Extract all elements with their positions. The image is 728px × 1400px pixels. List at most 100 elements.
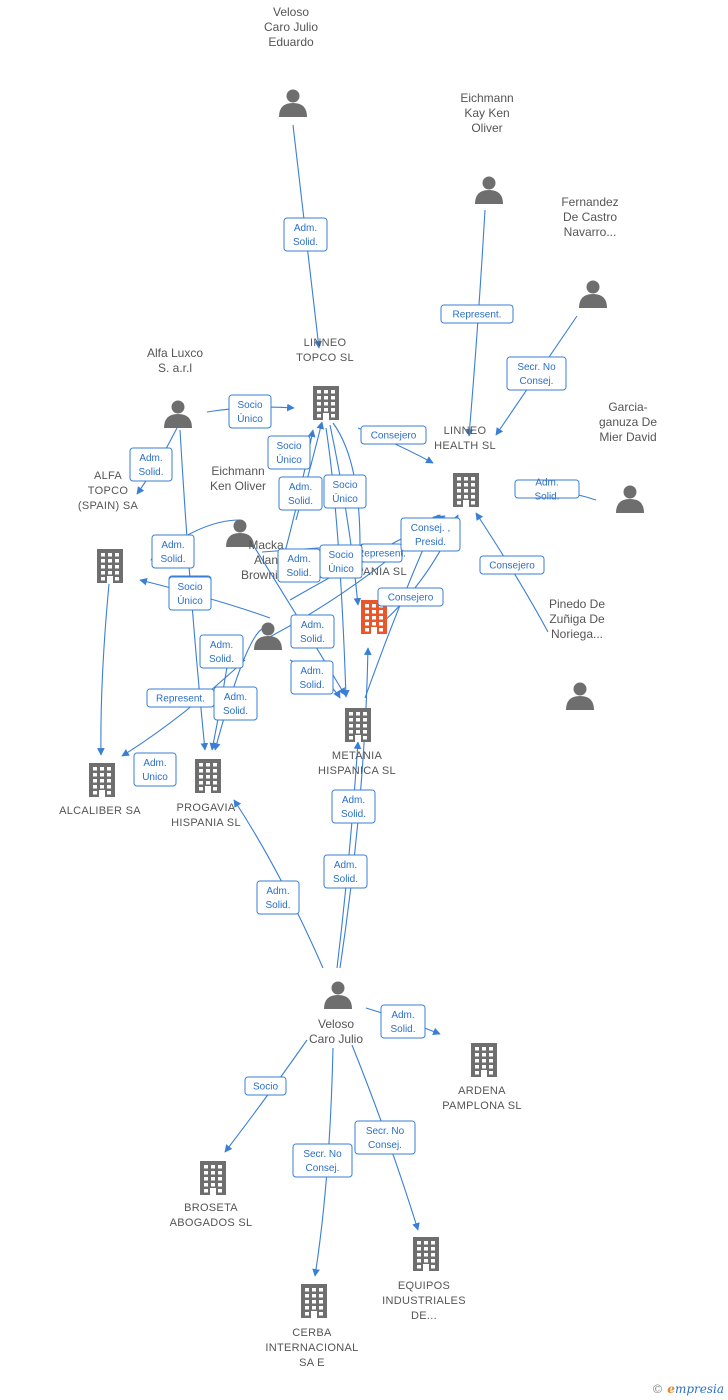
- node-label-line: SA E: [299, 1357, 325, 1369]
- relation-label-text: Único: [328, 562, 354, 575]
- node-label-line: EQUIPOS: [398, 1280, 450, 1292]
- relation-label-text: Consejero: [371, 431, 417, 442]
- relation-label: Consejero: [360, 425, 427, 445]
- node-label-line: Veloso: [273, 5, 309, 19]
- relation-label-text: Socio: [177, 582, 202, 593]
- relation-label: Consej. , Presid.: [400, 517, 461, 552]
- relation-label-text: Adm.: [342, 795, 365, 806]
- relation-label: Represent.: [146, 688, 215, 708]
- person-icon: [475, 176, 503, 204]
- relation-label-text: Adm.: [535, 478, 558, 489]
- building-icon: [453, 473, 479, 507]
- relation-label-text: Adm.: [139, 453, 162, 464]
- relation-label-text: Solid.: [293, 237, 318, 248]
- relation-label-text: Represent.: [453, 310, 502, 321]
- relation-label-text: Adm.: [143, 758, 166, 769]
- relation-label: Adm. Solid.: [199, 634, 244, 669]
- node-label-line: HISPANICA SL: [318, 765, 396, 777]
- relation-label-text: Adm.: [224, 692, 247, 703]
- relation-edge: [97, 583, 110, 756]
- copyright-symbol: ©: [651, 1382, 664, 1396]
- node-label-line: Noriega...: [551, 627, 603, 641]
- building-icon: [301, 1284, 327, 1318]
- building-icon: [97, 549, 123, 583]
- relation-label-text: Consej.: [520, 376, 554, 387]
- company-node-alcaliber[interactable]: ALCALIBER SA: [59, 763, 141, 817]
- node-label-line: ALCALIBER SA: [59, 805, 141, 817]
- relation-label-text: Socio: [237, 400, 262, 411]
- relation-edge: [475, 512, 549, 633]
- relation-label-text: Único: [332, 492, 358, 505]
- node-label-line: Fernandez: [561, 195, 618, 209]
- node-label-line: INTERNACIONAL: [265, 1342, 358, 1354]
- node-label-line: Eduardo: [268, 35, 314, 49]
- relation-label-text: Presid.: [415, 537, 446, 548]
- relation-label-text: Único: [276, 453, 302, 466]
- relation-edge: [121, 659, 246, 757]
- node-label-line: INDUSTRIALES: [382, 1295, 466, 1307]
- relation-label-text: Adm.: [210, 640, 233, 651]
- person-icon: [226, 519, 254, 547]
- relation-label-text: Único: [237, 412, 263, 425]
- node-label-line: Macka: [248, 538, 284, 552]
- relation-label-text: Adm.: [294, 223, 317, 234]
- building-icon: [471, 1043, 497, 1077]
- relation-label-text: Socio: [332, 480, 357, 491]
- relation-edge: [325, 427, 350, 698]
- company-node-equipos[interactable]: EQUIPOSINDUSTRIALESDE...: [382, 1237, 466, 1322]
- relation-label-text: Adm.: [266, 886, 289, 897]
- node-label-line: S. a.r.l: [158, 361, 192, 375]
- relation-label-text: Socio: [328, 550, 353, 561]
- relation-edge: [139, 577, 271, 619]
- building-icon: [200, 1161, 226, 1195]
- relation-label: Secr. No Consej.: [354, 1120, 416, 1155]
- relation-label-text: Solid.: [341, 809, 366, 820]
- node-label-line: Ken Oliver: [210, 479, 266, 493]
- relation-label-text: Unico: [142, 772, 168, 783]
- relation-label-text: Solid.: [223, 706, 248, 717]
- relation-label-text: Consej. ,: [411, 523, 450, 534]
- person-icon: [616, 485, 644, 513]
- node-label-line: (SPAIN) SA: [78, 500, 139, 512]
- node-label-line: PROGAVIA: [176, 802, 235, 814]
- building-icon: [195, 759, 221, 793]
- relation-label-text: Consej.: [368, 1140, 402, 1151]
- building-icon: [89, 763, 115, 797]
- relation-label-text: Único: [177, 594, 203, 607]
- node-label-line: Zuñiga De: [549, 612, 605, 626]
- person-icon: [164, 400, 192, 428]
- empresia-logo: empresia: [667, 1382, 724, 1396]
- relation-label-text: Solid.: [534, 492, 559, 503]
- relation-label-text: Solid.: [390, 1024, 415, 1035]
- relation-label-text: Solid.: [299, 680, 324, 691]
- relation-label: Adm.Solid.: [129, 447, 173, 482]
- relation-label-text: Adm.: [161, 540, 184, 551]
- building-icon: [361, 600, 387, 634]
- relation-label-text: Secr. No: [366, 1126, 405, 1137]
- relation-label-text: Solid.: [209, 654, 234, 665]
- footer-brand[interactable]: © empresia: [651, 1382, 724, 1396]
- person-icon: [254, 622, 282, 650]
- node-label-line: Eichmann: [211, 464, 264, 478]
- relation-edge: [329, 424, 362, 606]
